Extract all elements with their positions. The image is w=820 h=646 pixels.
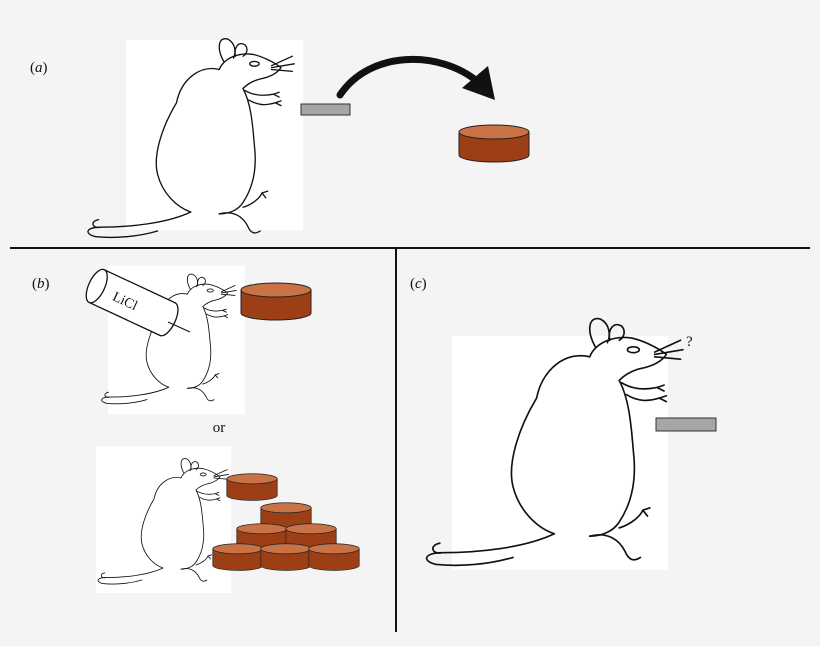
question-mark: ? (686, 334, 693, 350)
or-text: or (213, 420, 226, 436)
panel-b-label: (b) (32, 276, 50, 292)
panel-a-label: (a) (30, 60, 48, 76)
food-pellet-icon (226, 473, 278, 501)
panel-b-food-card (96, 446, 231, 593)
food-pellet-icon (458, 124, 530, 163)
arrowhead-icon (462, 66, 495, 100)
panel-c-label: (c) (410, 276, 427, 292)
food-pellet-icon (260, 543, 312, 571)
curved-arrow-icon (336, 56, 482, 99)
panel-b: (b) LiCl or (32, 266, 360, 593)
panel-a-rat-card (126, 40, 303, 230)
food-pellet-icon (212, 543, 264, 571)
panel-c: (c) ? (410, 276, 717, 570)
panel-a: (a) (30, 38, 530, 239)
lever-icon (300, 103, 351, 116)
food-pellet-icon (308, 543, 360, 571)
licl-bottle-icon: LiCl (85, 268, 179, 337)
injection-needle (167, 321, 191, 333)
panel-c-rat-card (452, 336, 668, 570)
food-pellet-icon (240, 282, 312, 321)
lever-icon (655, 417, 717, 432)
